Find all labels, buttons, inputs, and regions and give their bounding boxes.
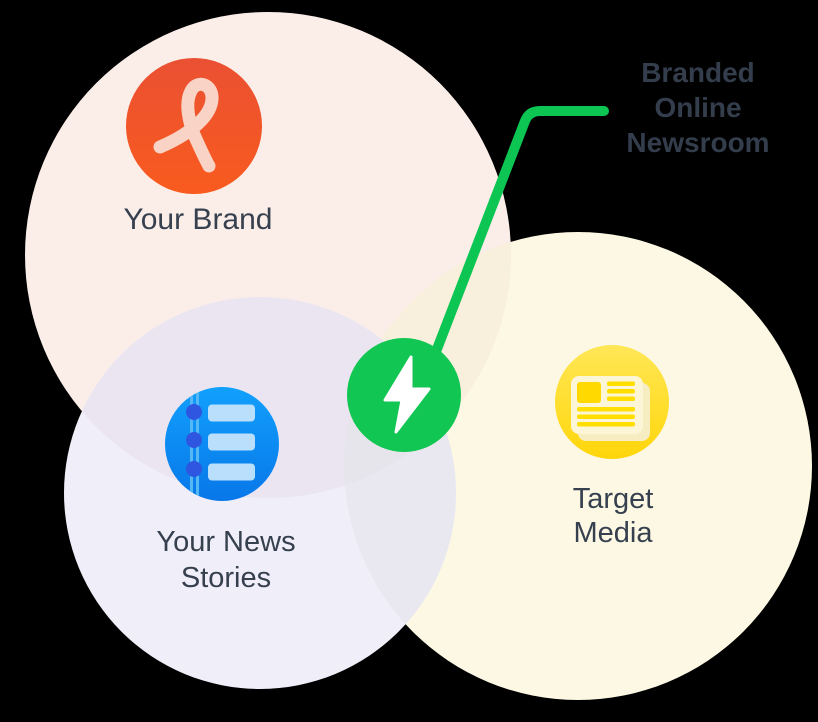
news-label: Your News Stories xyxy=(126,524,326,596)
media-label-line1: Target xyxy=(572,483,654,515)
ribbon-icon xyxy=(126,58,262,194)
brand-label-text: Your Brand xyxy=(123,203,273,236)
news-label-line1: Your News xyxy=(156,526,296,558)
newspaper-icon xyxy=(555,345,669,459)
callout-connector-line xyxy=(427,106,609,367)
callout-line1: Branded xyxy=(641,57,755,88)
callout-line2: Online xyxy=(654,92,742,123)
news-label-line2: Stories xyxy=(180,562,272,594)
overlap-brand-media xyxy=(344,232,511,498)
callout-line3: Newsroom xyxy=(626,127,770,158)
list-timeline-icon xyxy=(165,387,279,501)
lightning-icon xyxy=(383,355,431,434)
media-label: Target Media xyxy=(513,482,713,550)
callout-label: Branded Online Newsroom xyxy=(598,55,798,160)
media-label-line2: Media xyxy=(573,517,653,549)
brand-label: Your Brand xyxy=(98,202,298,238)
